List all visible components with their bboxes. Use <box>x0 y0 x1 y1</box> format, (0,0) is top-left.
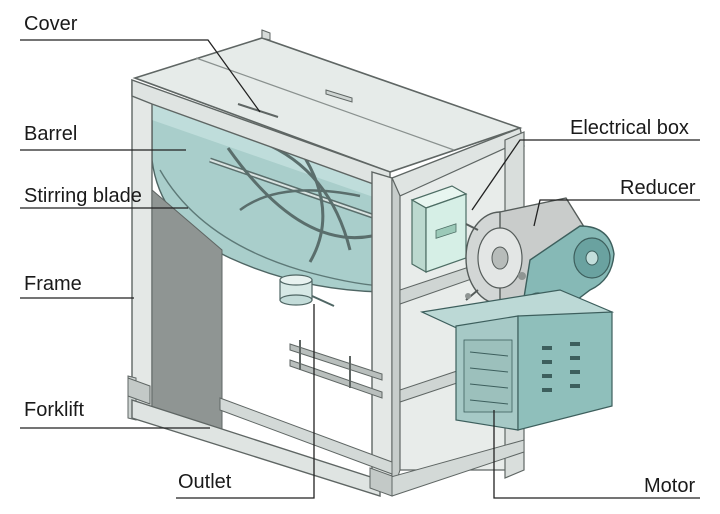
label-frame: Frame <box>24 274 82 294</box>
label-motor: Motor <box>644 476 695 496</box>
label-electrical-box: Electrical box <box>570 118 689 138</box>
label-barrel: Barrel <box>24 124 77 144</box>
label-reducer: Reducer <box>620 178 696 198</box>
label-outlet: Outlet <box>178 472 231 492</box>
label-forklift: Forklift <box>24 400 84 420</box>
label-cover: Cover <box>24 14 77 34</box>
label-stirring-blade: Stirring blade <box>24 186 142 206</box>
electrical-box <box>412 186 466 272</box>
support-rails <box>290 340 382 398</box>
